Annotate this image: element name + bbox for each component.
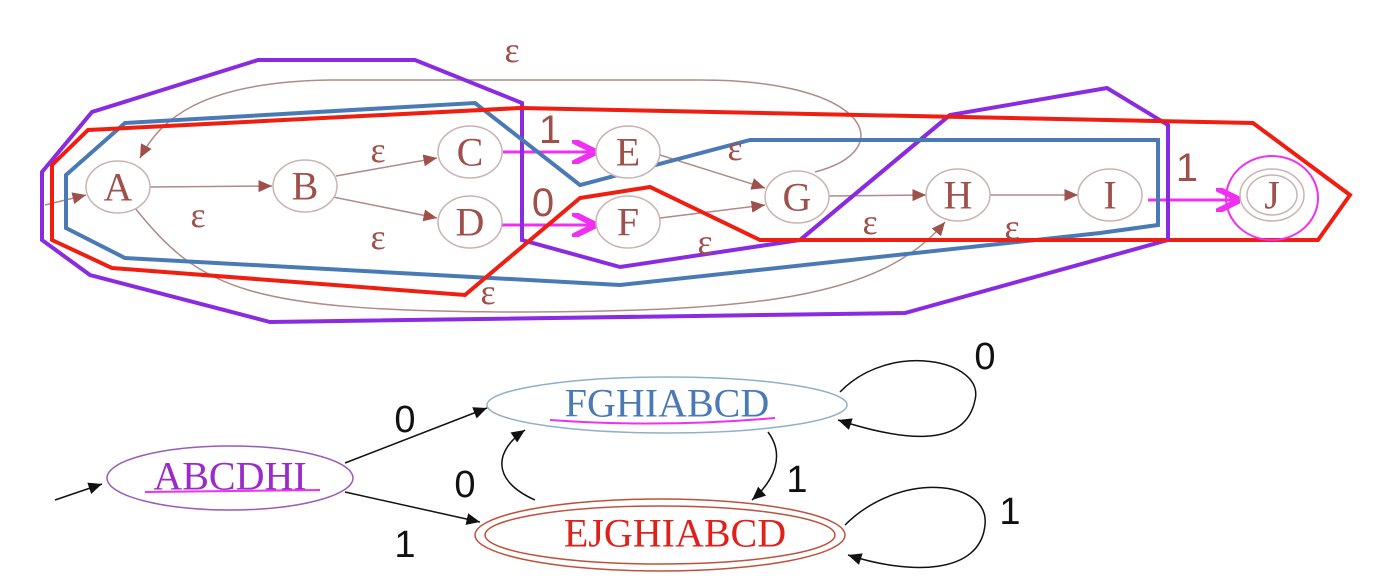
label-c-e: 1 (539, 108, 561, 152)
accept-ring (1246, 174, 1298, 216)
state-label: I (1103, 173, 1116, 218)
state-circle (925, 168, 991, 222)
dfa-state-start (106, 445, 354, 511)
outline-red-closure (50, 105, 1353, 298)
nfa-state-e: E (595, 125, 661, 179)
dfa-label-one-loop: 1 (999, 491, 1020, 533)
nfa-state-h: H (925, 168, 991, 222)
state-label: B (292, 164, 319, 209)
dfa-label-one-zero: 0 (454, 464, 475, 506)
epsilon-label: ε (504, 30, 519, 70)
state-label: E (616, 130, 640, 175)
edge-g-h (828, 189, 927, 202)
dfa-state-one-label: EJGHIABCD (564, 511, 786, 556)
state-circle (764, 170, 830, 224)
dfa-label-zero-loop: 0 (974, 336, 995, 378)
epsilon-label: ε (1004, 207, 1019, 247)
underline (549, 417, 776, 425)
state-circle (595, 195, 661, 249)
edge-b-d (332, 196, 438, 222)
nfa-state-d: D (437, 195, 503, 249)
dfa-label-zero-one: 1 (786, 459, 807, 501)
outline-blue-closure (64, 100, 1160, 288)
dfa-edge-one-zero (501, 429, 536, 501)
dfa-state-zero (486, 376, 848, 434)
dfa-loop-zero (837, 360, 977, 438)
state-label: D (456, 200, 485, 245)
epsilon-label: ε (370, 130, 385, 170)
epsilon-label: ε (727, 128, 742, 168)
dfa-edge-zero-one (751, 431, 778, 501)
dfa-edge-start-zero (344, 407, 488, 464)
edge-b-c (335, 154, 438, 177)
accept-highlight (1225, 155, 1319, 241)
state-label: J (1264, 173, 1280, 218)
dfa-state-one (474, 498, 846, 572)
edge-f-g (659, 200, 766, 219)
state-label: F (617, 200, 639, 245)
state-circle (272, 159, 338, 213)
nfa-state-a: A (85, 160, 151, 214)
epsilon-label: ε (190, 195, 205, 235)
dfa-state-zero-label: FGHIABCD (565, 381, 769, 426)
state-circle (85, 160, 151, 214)
edge-a-b (149, 180, 273, 193)
state-circle (1077, 168, 1143, 222)
dfa-edge-start-one (344, 491, 481, 525)
epsilon-label: ε (862, 202, 877, 242)
nfa-state-c: C (437, 125, 503, 179)
nfa-nodes: A B CD EF G H I J (85, 125, 1305, 249)
state-label: G (783, 175, 812, 220)
label-d-f: 0 (532, 181, 554, 225)
epsilon-labels: ε ε ε ε ε ε ε ε ε (190, 30, 1019, 312)
state-circle (437, 125, 503, 179)
state-label: C (457, 130, 484, 175)
underline (144, 489, 321, 493)
nfa-state-b: B (272, 159, 338, 213)
state-circle (437, 195, 503, 249)
state-label: A (104, 165, 133, 210)
epsilon-label: ε (480, 272, 495, 312)
dfa-loop-one (844, 486, 986, 569)
dfa-label-start-one: 1 (394, 524, 415, 566)
dfa: ABCDHI FGHIABCD EJGHIABCD 0 1 0 1 0 1 (54, 336, 1021, 572)
edge-a-h (134, 207, 946, 313)
nfa-state-f: F (595, 195, 661, 249)
nfa-state-g: G (764, 170, 830, 224)
nfa-state-j: J (1239, 168, 1305, 222)
dfa-label-start-zero: 0 (394, 399, 415, 441)
state-label: H (944, 173, 973, 218)
state-circle (595, 125, 661, 179)
label-i-j: 1 (1176, 146, 1198, 190)
dfa-start-arrow (54, 482, 103, 501)
dfa-state-one-accept-ring (484, 505, 836, 565)
nfa-state-i: I (1077, 168, 1143, 222)
epsilon-label: ε (697, 222, 712, 262)
epsilon-label: ε (370, 217, 385, 257)
